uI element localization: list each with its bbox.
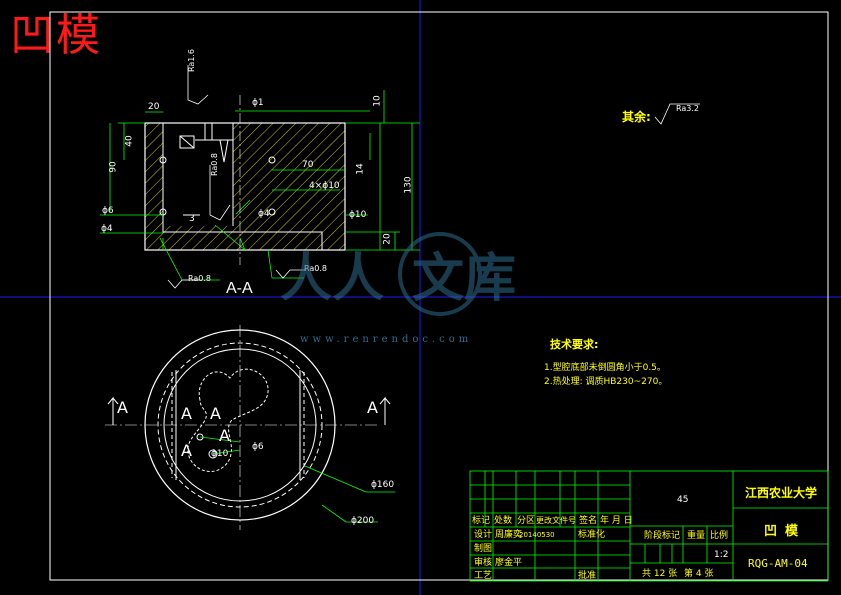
requirement-item-1: 1.型腔底部未倒圆角小于0.5。	[544, 363, 666, 373]
standard-label: 标准化	[578, 530, 606, 540]
dim-90: 90	[108, 161, 119, 173]
header-date: 年 月 日	[600, 516, 633, 526]
rest-label: 其余:	[622, 110, 651, 124]
dim-phi6-left: ϕ6	[102, 206, 114, 216]
dim-phi10-right: ϕ10	[349, 210, 367, 220]
dim-holes: 4×ϕ10	[309, 181, 340, 191]
svg-text:文库: 文库	[412, 248, 516, 309]
dim-phi4-right: ϕ4	[258, 209, 270, 219]
plan-label-a1: A	[181, 404, 192, 423]
drawing-code: RQG-AM-04	[748, 557, 808, 570]
header-count: 处数	[494, 516, 513, 526]
design-label: 设计	[474, 530, 493, 540]
section-label: A-A	[226, 280, 253, 297]
dim-70: 70	[302, 160, 314, 170]
watermark-url: www.renrendoc.com	[300, 334, 473, 345]
header-zone: 分区	[517, 516, 536, 526]
approve-label: 批准	[578, 571, 597, 581]
section-marker-left: A	[117, 398, 128, 417]
reviewer-name: 廖金平	[495, 558, 523, 568]
dim-20-top: 20	[148, 102, 160, 112]
dim-14: 14	[355, 163, 366, 175]
designer-name: 周廉奕	[495, 530, 523, 540]
sheet-number: 第 4 张	[684, 569, 714, 579]
part-name: 凹模	[764, 524, 807, 539]
dim-phi200: ϕ200	[351, 516, 375, 526]
scale-label: 比例	[710, 531, 729, 541]
plan-label-a4: A	[181, 441, 192, 460]
watermark-logo: 人人 文库	[280, 232, 516, 316]
header-sign: 签名	[579, 516, 598, 526]
top-roughness-value: Ra1.6	[187, 48, 196, 72]
dim-130: 130	[403, 176, 414, 194]
dim-40: 40	[124, 135, 135, 147]
dim-phi10-plan: ϕ10	[211, 449, 229, 459]
scale-value: 1:2	[714, 550, 729, 560]
drawing-title: 凹模	[10, 10, 102, 61]
craft-label: 工艺	[474, 571, 493, 581]
dim-phi160: ϕ160	[371, 480, 395, 490]
plan-label-a2: A	[210, 404, 221, 423]
sheets-total: 共 12 张	[642, 569, 678, 579]
title-block-grid	[469, 470, 829, 582]
bottom-left-roughness-value: Ra0.8	[188, 274, 212, 283]
check-label: 审核	[474, 558, 493, 568]
inner-roughness-value: Ra0.8	[210, 152, 219, 176]
header-change-doc: 更改文件号	[536, 516, 576, 525]
drawing-border	[49, 11, 829, 581]
weight-label: 重量	[687, 531, 706, 541]
material: 45	[677, 495, 689, 505]
plan-view	[105, 325, 395, 530]
dim-10: 10	[372, 95, 383, 107]
dim-phi1: ϕ1	[252, 98, 264, 108]
school-name: 江西农业大学	[745, 486, 818, 500]
section-marker-right: A	[367, 398, 378, 417]
requirements-title: 技术要求:	[550, 338, 599, 351]
design-date: 20140530	[519, 531, 555, 539]
dim-3: 3	[189, 214, 195, 224]
svg-text:人人: 人人	[280, 248, 384, 309]
rest-roughness-value: Ra3.2	[676, 104, 700, 113]
section-view	[100, 65, 700, 289]
stage-label: 阶段标记	[644, 531, 681, 541]
dim-phi6-plan: ϕ6	[252, 442, 264, 452]
header-mark: 标记	[472, 516, 491, 526]
plan-label-a3: A	[219, 426, 230, 445]
requirement-item-2: 2.热处理: 调质HB230~270。	[544, 377, 668, 387]
rest-roughness-label: 其余:	[622, 108, 651, 125]
bottom-right-roughness-value: Ra0.8	[304, 264, 328, 273]
dim-phi4-left: ϕ4	[101, 224, 113, 234]
drawn-label: 制图	[474, 544, 493, 554]
